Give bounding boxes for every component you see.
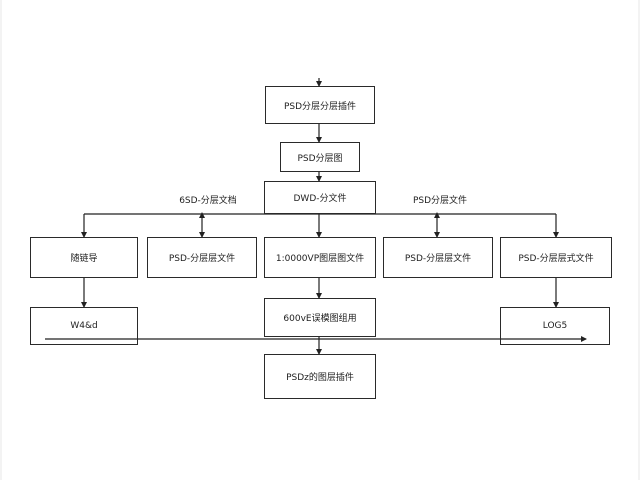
node-merge: 600vE误模图组用 [264,298,376,337]
right-side-label: PSD分层文件 [404,193,476,206]
node-branch-3-label: 1:0000VP图层图文件 [275,254,365,264]
node-branch-5: PSD-分层层式文件 [500,237,612,278]
node-left-output-label: W4&d [68,321,100,331]
node-left-output: W4&d [30,307,138,345]
node-branch-2-label: PSD-分层层文件 [168,254,236,264]
right-edge-shadow [638,0,640,480]
node-right-output: LOG5 [500,307,610,345]
node-merge-label: 600vE误模图组用 [283,314,357,324]
node-branch-3: 1:0000VP图层图文件 [264,237,376,278]
node-dwd-label: DWD-分文件 [293,194,347,204]
left-side-label: 6SD-分层文档 [170,193,246,206]
node-dwd: DWD-分文件 [264,181,376,214]
node-branch-4: PSD-分层层文件 [383,237,493,278]
left-edge-shadow [0,0,2,480]
node-branch-1: 随链导 [30,237,138,278]
node-branch-5-label: PSD-分层层式文件 [518,254,594,264]
node-top-label: PSD分层分层插件 [283,101,357,112]
node-branch-1-label: 随链导 [70,254,98,264]
node-right-output-label: LOG5 [540,321,570,331]
node-split-label: PSD分层图 [297,153,343,164]
node-branch-4-label: PSD-分层层文件 [404,254,472,264]
node-split: PSD分层图 [280,142,360,172]
node-top: PSD分层分层插件 [265,86,375,124]
node-branch-2: PSD-分层层文件 [147,237,257,278]
node-final-label: PSDz的图层插件 [286,373,354,383]
node-final: PSDz的图层插件 [264,354,376,399]
